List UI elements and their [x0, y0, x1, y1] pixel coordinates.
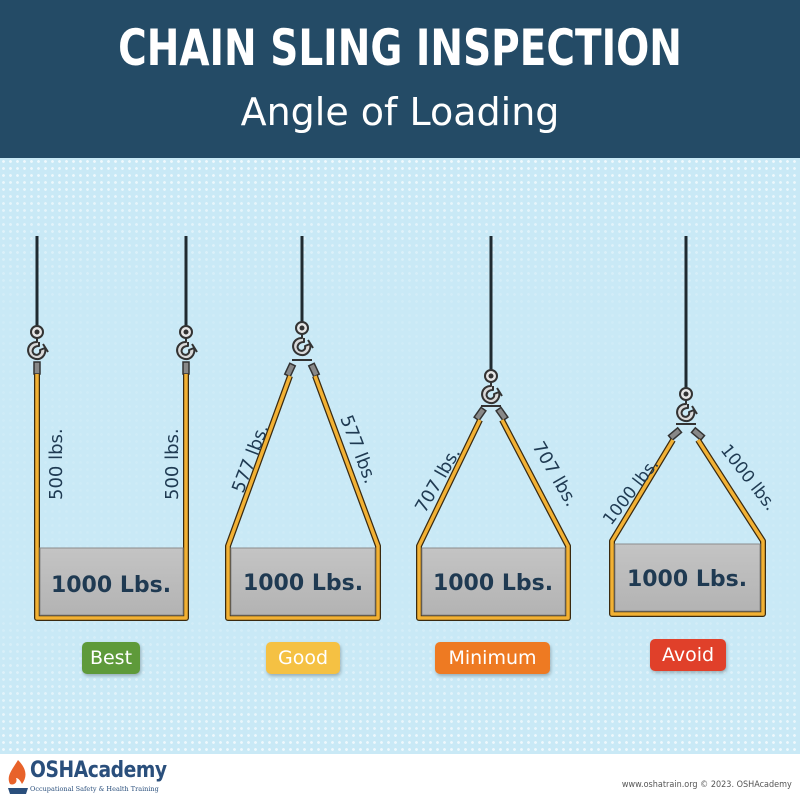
- leg-fitting: [667, 426, 683, 442]
- leg-fitting: [33, 361, 41, 375]
- rating-badge-good: Good: [266, 642, 340, 674]
- hook-icon: [481, 369, 503, 405]
- load-label: 1000 Lbs.: [433, 571, 553, 596]
- load-box: [39, 547, 184, 616]
- leg-load-right: 500 lbs.: [162, 428, 183, 500]
- load-label: 1000 Lbs.: [627, 567, 747, 592]
- copyright-credit: www.oshatrain.org © 2023. OSHAcademy: [622, 780, 792, 790]
- load-box: [614, 543, 761, 612]
- leg-load-left: 577 lbs.: [228, 421, 273, 495]
- leg-fitting: [495, 406, 509, 422]
- leg-fitting: [283, 362, 297, 378]
- page-subtitle: Angle of Loading: [240, 90, 560, 134]
- hook-icon: [676, 387, 698, 423]
- load-label: 1000 Lbs.: [51, 573, 171, 598]
- leg-fitting: [182, 361, 190, 375]
- flame-icon: [8, 760, 28, 794]
- leg-load-right: 707 lbs.: [528, 438, 582, 511]
- leg-load-left: 500 lbs.: [46, 428, 67, 500]
- sling-best: 1000 Lbs. 500 lbs. 500 lbs.: [27, 236, 198, 621]
- leg-fitting: [690, 426, 706, 442]
- hook-icon: [176, 325, 198, 361]
- oshacademy-logo: OSHAcademy Occupational Safety & Health …: [6, 756, 176, 798]
- leg-fitting: [473, 406, 487, 422]
- logo-wordmark: OSHAcademy: [30, 758, 167, 783]
- hook-icon: [292, 321, 314, 357]
- hook-icon: [27, 325, 49, 361]
- page-title: CHAIN SLING INSPECTION: [118, 19, 682, 77]
- logo-tagline: Occupational Safety & Health Training: [30, 785, 159, 793]
- sling-leg: [417, 419, 570, 620]
- load-label: 1000 Lbs.: [243, 571, 363, 596]
- rating-badge-minimum: Minimum: [435, 642, 550, 674]
- sling-good: 1000 Lbs. 577 lbs. 577 lbs.: [225, 236, 381, 621]
- load-box: [421, 547, 566, 616]
- sling-minimum: 1000 Lbs. 707 lbs. 707 lbs.: [411, 236, 582, 621]
- rating-badge-avoid: Avoid: [650, 639, 726, 671]
- leg-fitting: [307, 362, 321, 378]
- header-banner: CHAIN SLING INSPECTION Angle of Loading: [0, 0, 800, 158]
- footer: OSHAcademy Occupational Safety & Health …: [0, 754, 800, 800]
- sling-leg: [610, 439, 765, 616]
- load-box: [230, 547, 376, 616]
- sling-leg: [226, 375, 380, 620]
- sling-leg: [35, 374, 188, 620]
- rating-badge-best: Best: [82, 642, 140, 674]
- leg-load-left: 1000 lbs.: [599, 455, 663, 529]
- sling-avoid: 1000 Lbs. 1000 lbs. 1000 lbs.: [599, 236, 780, 617]
